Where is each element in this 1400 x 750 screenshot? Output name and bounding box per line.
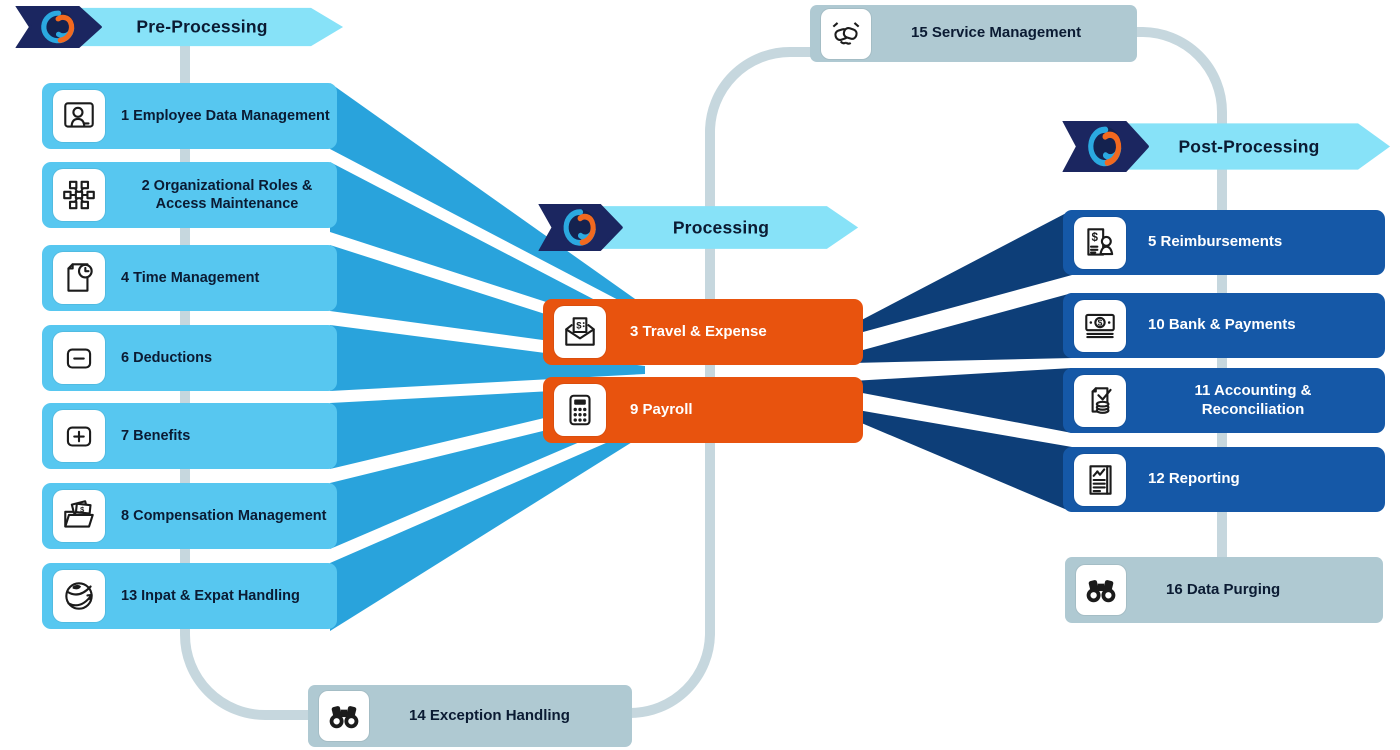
flow-wedge	[852, 293, 1072, 363]
header-banner	[538, 204, 859, 251]
item-label: 12 Reporting	[1148, 470, 1240, 488]
item-label: 11 Accounting & Reconciliation	[1194, 381, 1312, 418]
flow-wedge	[330, 426, 645, 631]
brand-logo-icon	[41, 11, 74, 44]
connector-pre-to-exception	[180, 45, 312, 720]
pre-item-time-management: 4 Time Management	[42, 245, 337, 311]
globe-icon	[53, 570, 105, 622]
svg-text:$: $	[576, 320, 582, 331]
calculator-icon	[554, 384, 606, 436]
post-item-reimbursements: $ 5 Reimbursements	[1063, 210, 1385, 275]
post-item-reporting: 12 Reporting	[1063, 447, 1385, 512]
document-check-coins-icon	[1074, 374, 1126, 427]
processing-item-travel-expense: $ 3 Travel & Expense	[543, 299, 863, 365]
money-folder-icon: $	[53, 490, 105, 542]
post-item-accounting-reconciliation: 11 Accounting & Reconciliation	[1063, 368, 1385, 433]
brand-logo-icon	[563, 209, 595, 246]
plus-square-icon	[53, 410, 105, 462]
aux-data-purging: 16 Data Purging	[1065, 557, 1383, 623]
item-label: 6 Deductions	[121, 349, 213, 366]
item-label: 10 Bank & Payments	[1148, 316, 1296, 334]
pre-processing-header: Pre-Processing	[15, 6, 345, 48]
item-label: 9 Payroll	[630, 400, 693, 418]
item-label: 5 Reimbursements	[1148, 233, 1283, 251]
stage-title: Post-Processing	[1178, 136, 1320, 156]
handshake-icon	[821, 8, 871, 59]
binoculars-icon	[319, 691, 369, 741]
processing-header: Processing	[538, 204, 860, 251]
aux-exception-handling: 14 Exception Handling	[308, 685, 632, 747]
svg-text:$: $	[1091, 230, 1098, 243]
pre-to-processing-fan	[330, 83, 645, 631]
report-chart-icon	[1074, 453, 1126, 506]
post-processing-header: Post-Processing	[1062, 121, 1392, 172]
pre-item-compensation: $ 8 Compensation Management	[42, 483, 337, 549]
aux-service-management: 15 Service Management	[810, 5, 1137, 62]
item-label: 16 Data Purging	[1166, 580, 1281, 598]
pre-item-org-roles: 2 Organizational Roles & Access Maintena…	[42, 162, 337, 228]
pre-item-employee-data: 1 Employee Data Management	[42, 83, 337, 149]
item-label: 13 Inpat & Expat Handling	[121, 587, 300, 604]
flow-wedge	[852, 210, 1072, 335]
header-banner	[15, 6, 344, 48]
processing-item-payroll: 9 Payroll	[543, 377, 863, 443]
document-clock-icon	[53, 252, 105, 304]
svg-text:$: $	[1098, 317, 1103, 327]
pre-item-benefits: 7 Benefits	[42, 403, 337, 469]
item-label: 7 Benefits	[121, 427, 191, 444]
item-label: 3 Travel & Expense	[630, 322, 767, 340]
pre-item-inpat-expat: 13 Inpat & Expat Handling	[42, 563, 337, 629]
invoice-person-icon: $	[1074, 216, 1126, 269]
flow-wedge	[852, 368, 1072, 433]
pre-item-deductions: 6 Deductions	[42, 325, 337, 391]
processing-to-post-fan	[852, 210, 1072, 512]
connector-service-to-purging	[1135, 27, 1227, 560]
flow-wedge	[330, 162, 645, 334]
item-label: 14 Exception Handling	[409, 706, 570, 724]
banknote-icon: $	[1074, 299, 1126, 352]
brand-logo-icon	[1088, 127, 1121, 167]
svg-text:$: $	[80, 505, 84, 514]
flow-wedge	[852, 409, 1072, 512]
flow-wedge	[330, 83, 645, 314]
stage-title: Processing	[672, 217, 770, 237]
item-label: 4 Time Management	[121, 269, 260, 286]
flow-wedge	[330, 325, 645, 391]
minus-square-icon	[53, 332, 105, 384]
item-label: 2 Organizational Roles & Access Maintena…	[141, 177, 313, 212]
item-label: 1 Employee Data Management	[121, 107, 330, 124]
item-label: 15 Service Management	[911, 24, 1082, 42]
expense-envelope-icon: $	[554, 306, 606, 358]
stage-title: Pre-Processing	[136, 16, 268, 37]
header-banner	[1062, 121, 1391, 172]
post-item-bank-payments: $ 10 Bank & Payments	[1063, 293, 1385, 358]
id-card-icon	[53, 90, 105, 142]
org-network-icon	[53, 169, 105, 221]
binoculars-icon	[1076, 565, 1126, 615]
item-label: 8 Compensation Management	[121, 507, 327, 524]
